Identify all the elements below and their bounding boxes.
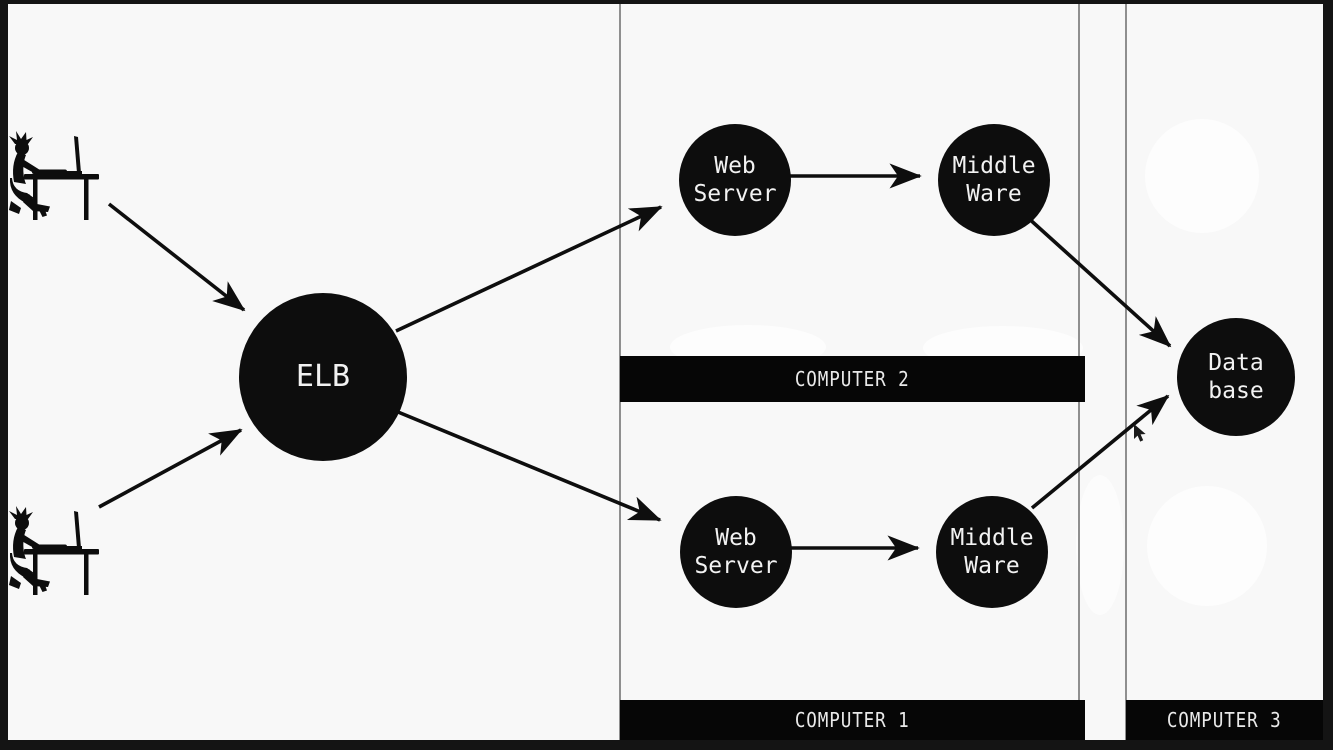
zone-label-computer-3: COMPUTER 3 xyxy=(1167,708,1282,732)
arrow-elb-to-web-server-top xyxy=(395,205,663,333)
zone-bar-computer-2: COMPUTER 2 xyxy=(620,356,1085,402)
node-middleware-top: Middle Ware xyxy=(938,124,1050,236)
arrow-middleware-bottom-to-database xyxy=(1030,394,1170,510)
node-middleware-bottom: Middle Ware xyxy=(936,496,1048,608)
zone-bar-computer-1: COMPUTER 1 xyxy=(620,700,1085,740)
mouse-cursor-icon xyxy=(1134,424,1146,442)
arrow-elb-to-web-server-bottom xyxy=(397,410,662,522)
slide-canvas: ELB Web Server Middle Ware Web Server Mi… xyxy=(8,4,1323,740)
arrow-user-top-to-elb xyxy=(107,202,246,312)
node-web-server-bottom: Web Server xyxy=(680,496,792,608)
zone-bar-computer-3: COMPUTER 3 xyxy=(1126,700,1323,740)
user-at-desk-icon xyxy=(9,131,99,220)
node-elb: ELB xyxy=(239,293,407,461)
node-web-server-top: Web Server xyxy=(679,124,791,236)
arrow-user-bottom-to-elb xyxy=(98,428,243,509)
arrow-middleware-top-to-database xyxy=(1024,214,1172,348)
node-database: Data base xyxy=(1177,318,1295,436)
zone-label-computer-1: COMPUTER 1 xyxy=(795,708,910,732)
zone-label-computer-2: COMPUTER 2 xyxy=(795,367,910,391)
user-at-desk-icon xyxy=(9,506,99,595)
